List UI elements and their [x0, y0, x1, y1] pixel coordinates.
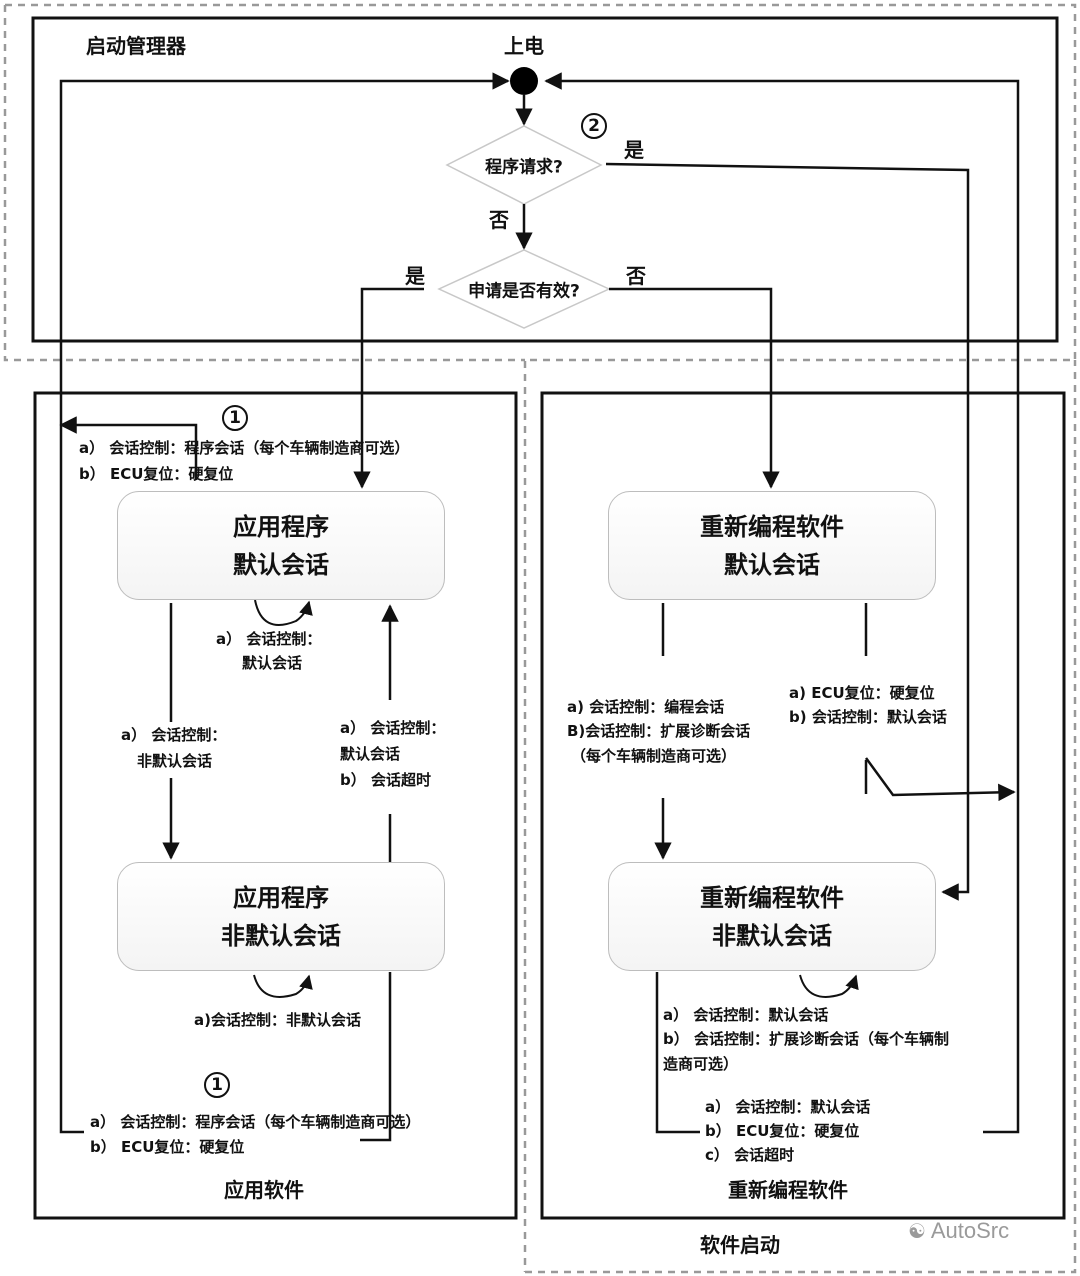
reprogramming-software-title: 重新编程软件 — [728, 1178, 848, 1202]
reprog-nondefault-to-boot-line — [655, 972, 700, 1134]
reprog-default-to-nondefault-label-c: （每个车辆制造商可选） — [571, 747, 737, 765]
power-on-label: 上电 — [504, 34, 544, 58]
reprogramming-software-frame — [540, 391, 1066, 1220]
app-to-boot-top-label-b: b） ECU复位：硬复位 — [79, 465, 234, 483]
state-app-non-default-line2: 非默认会话 — [221, 921, 341, 950]
reprog-to-power-arrow — [544, 72, 1020, 1134]
request-yes-arrow — [605, 162, 970, 901]
marker-one-top: 1 — [222, 405, 248, 431]
app-top-to-boot-arrow — [59, 416, 198, 480]
state-reprog-default-line2: 默认会话 — [724, 550, 820, 579]
app-to-boot-bottom-label-a: a） 会话控制：程序会话（每个车辆制造商可选） — [90, 1113, 421, 1131]
state-reprog-non-default-line2: 非默认会话 — [712, 921, 832, 950]
app-nondefault-to-boot-line — [360, 972, 392, 1142]
boot-manager-title: 启动管理器 — [86, 34, 186, 58]
reprog-nondefault-to-boot-label-c: c） 会话超时 — [705, 1146, 795, 1164]
app-nondefault-self-label: a)会话控制：非默认会话 — [194, 1011, 361, 1029]
reprog-default-to-boot-arrow — [864, 757, 1016, 802]
app-to-boot-bottom-label-b: b） ECU复位：硬复位 — [90, 1138, 245, 1156]
request-valid-diamond — [437, 249, 611, 329]
marker-one-bottom: 1 — [204, 1072, 230, 1098]
boot-region-dashed-border-left — [3, 5, 525, 362]
application-software-frame — [33, 391, 518, 1220]
reprog-nondefault-self-loop — [799, 974, 859, 998]
boot-manager-frame — [31, 16, 1059, 343]
app-nondefault-to-default-label-c: b） 会话超时 — [340, 771, 431, 789]
power-on-dot — [510, 67, 538, 95]
reprog-nondefault-self-label-b: b） 会话控制：扩展诊断会话（每个车辆制 — [663, 1030, 949, 1048]
watermark-text: AutoSrc — [930, 1218, 1010, 1243]
state-app-non-default: 应用程序 非默认会话 — [117, 862, 445, 971]
valid-yes-arrow — [353, 287, 424, 489]
application-software-title: 应用软件 — [224, 1178, 304, 1202]
request-valid-no-label: 否 — [626, 264, 646, 288]
state-app-non-default-line1: 应用程序 — [233, 883, 329, 912]
state-reprog-non-default: 重新编程软件 非默认会话 — [608, 862, 936, 971]
reprog-default-to-nondefault-label-b: B)会话控制：扩展诊断会话 — [567, 722, 751, 740]
watermark: ☯ AutoSrc — [908, 1218, 1009, 1244]
state-app-default-line1: 应用程序 — [233, 512, 329, 541]
app-nondefault-to-default-label-b: 默认会话 — [340, 745, 401, 763]
software-boot-dashed-border — [525, 360, 1077, 1274]
app-nondefault-self-loop — [253, 974, 313, 998]
software-boot-title: 软件启动 — [700, 1233, 780, 1257]
app-default-self-label-a: a） 会话控制： — [216, 630, 322, 648]
reprog-nondefault-self-label-a: a） 会话控制：默认会话 — [663, 1006, 829, 1024]
marker-two: 2 — [581, 113, 607, 139]
state-app-default: 应用程序 默认会话 — [117, 491, 445, 600]
request-valid-yes-label: 是 — [405, 264, 425, 288]
app-bottom-to-power-arrow — [59, 72, 510, 1134]
boot-region-dashed-border — [5, 3, 1077, 1272]
request-valid-label: 申请是否有效? — [468, 281, 580, 302]
app-default-self-loop — [254, 599, 313, 626]
app-default-to-nondefault-label-b: 非默认会话 — [137, 752, 213, 770]
reprog-default-to-boot-label-a: a) ECU复位：硬复位 — [789, 684, 935, 702]
app-to-boot-top-label-a: a） 会话控制：程序会话（每个车辆制造商可选） — [79, 439, 410, 457]
reprog-nondefault-to-boot-label-b: b） ECU复位：硬复位 — [705, 1122, 860, 1140]
app-default-to-nondefault-label-a: a） 会话控制： — [121, 726, 227, 744]
state-reprog-default: 重新编程软件 默认会话 — [608, 491, 936, 600]
reprog-nondefault-to-boot-label-a: a） 会话控制：默认会话 — [705, 1098, 871, 1116]
wechat-icon: ☯ — [908, 1221, 926, 1243]
state-reprog-default-line1: 重新编程软件 — [700, 512, 844, 541]
reprog-default-to-nondefault-label-a: a) 会话控制：编程会话 — [567, 698, 725, 716]
state-app-default-line2: 默认会话 — [233, 550, 329, 579]
valid-no-arrow — [609, 287, 780, 489]
state-reprog-non-default-line1: 重新编程软件 — [700, 883, 844, 912]
program-request-no-label: 否 — [489, 208, 509, 232]
app-default-self-label-b: 默认会话 — [242, 654, 303, 672]
reprog-default-to-boot-label-b: b) 会话控制：默认会话 — [789, 708, 947, 726]
app-nondefault-to-default-label-a: a） 会话控制： — [340, 719, 446, 737]
reprog-nondefault-self-label-c: 造商可选） — [663, 1055, 739, 1073]
program-request-label: 程序请求? — [485, 157, 563, 178]
program-request-yes-label: 是 — [624, 138, 644, 162]
